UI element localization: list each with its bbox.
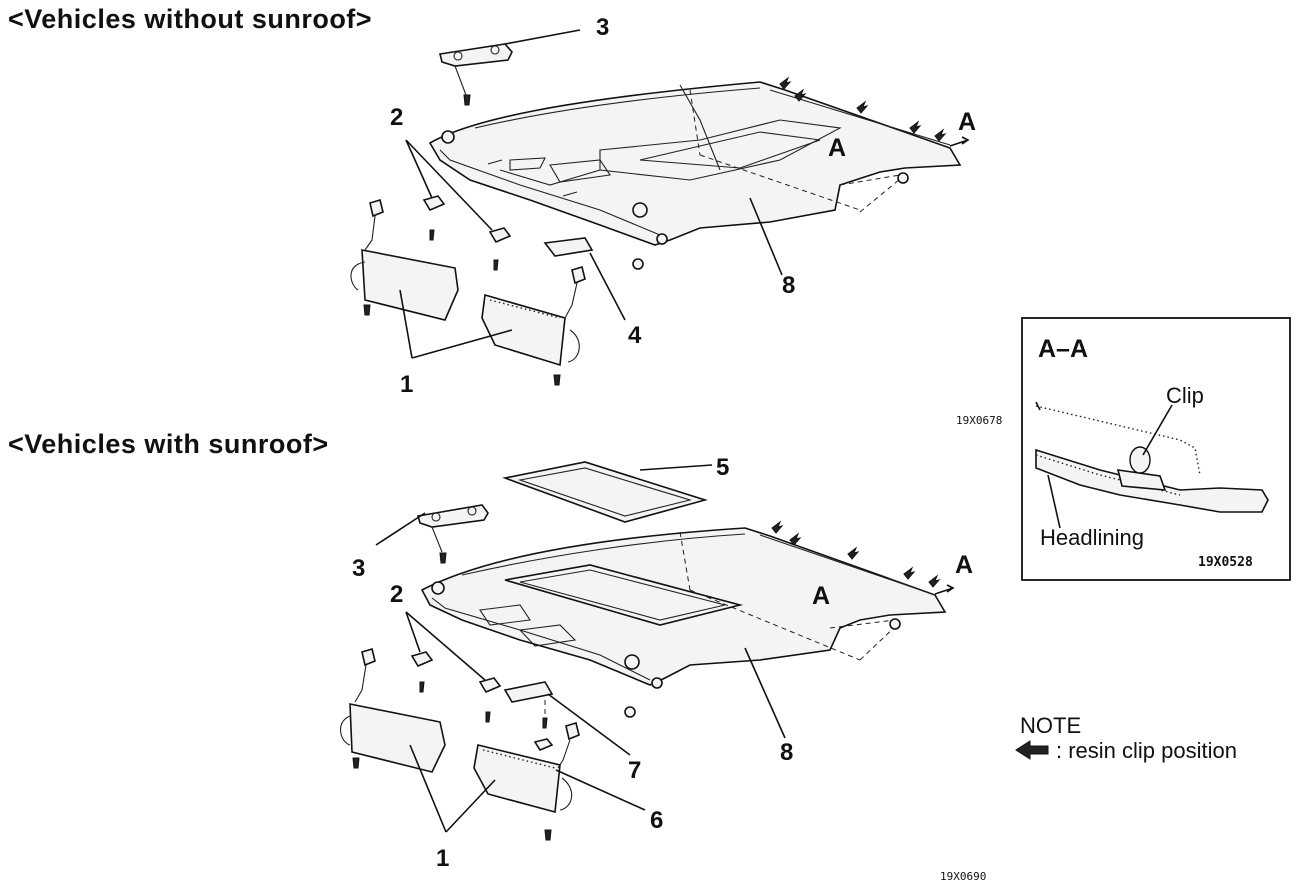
callout-5: 5 <box>716 454 729 481</box>
section-marker-a-bottom-outer: A <box>955 551 973 579</box>
top-assembly: 3 2 4 1 8 A A <box>350 14 976 398</box>
heading-with-sunroof: <Vehicles with sunroof> <box>8 429 329 459</box>
note-title: NOTE <box>1020 713 1081 738</box>
callout-2-top: 2 <box>390 104 403 131</box>
part-4-light <box>543 237 594 257</box>
section-marker-a-bottom-inner: A <box>812 582 830 610</box>
part-2-holder-a-sunroof <box>410 651 434 668</box>
callout-1-top: 1 <box>400 371 413 398</box>
detail-frame <box>1021 317 1291 581</box>
callout-1-bottom: 1 <box>436 845 449 872</box>
detail-code-outer: 19X0678 <box>956 414 1002 427</box>
part-1-visor-right <box>481 293 566 367</box>
callout-4-top: 4 <box>628 322 642 349</box>
callout-8-bottom: 8 <box>780 739 793 766</box>
detail-a-a: A–A Clip Headlining 19X0528 <box>1021 317 1291 581</box>
detail-title: A–A <box>1038 335 1088 363</box>
part-5-sunroof-frame <box>502 461 708 523</box>
detail-clip-label: Clip <box>1166 383 1204 408</box>
part-2-holder-b <box>488 227 512 244</box>
resin-clip-arrows-top <box>779 76 947 142</box>
part-2-holder-a <box>422 195 446 212</box>
part-7-switch <box>503 681 554 703</box>
note-block: NOTE : resin clip position <box>1015 713 1237 763</box>
part-1-visor-left-sunroof <box>349 703 446 773</box>
section-marker-a-top-inner: A <box>828 134 846 162</box>
heading-without-sunroof: <Vehicles without sunroof> <box>8 4 372 34</box>
callout-7: 7 <box>628 757 641 784</box>
callout-6: 6 <box>650 807 663 834</box>
sunroof-opening <box>504 564 744 626</box>
note-text: : resin clip position <box>1056 738 1237 763</box>
part-3-bracket-sunroof <box>416 504 489 528</box>
detail-headlining-label: Headlining <box>1040 525 1144 550</box>
part-1-visor-right-sunroof <box>473 744 561 814</box>
figure-code: 19X0690 <box>940 870 986 883</box>
resin-clip-arrow-icon <box>1015 740 1049 760</box>
section-marker-a-top-outer: A <box>958 108 976 136</box>
callout-3-bottom: 3 <box>352 555 365 582</box>
callout-2-bottom: 2 <box>390 581 403 608</box>
part-2-holder-b-sunroof <box>478 677 502 694</box>
resin-clip-arrows-bottom <box>771 520 941 588</box>
callout-8-top: 8 <box>782 272 795 299</box>
part-3-bracket <box>439 43 513 67</box>
part-6-holder <box>533 738 554 751</box>
bottom-assembly: 5 3 2 7 6 1 8 A A <box>340 454 973 872</box>
callout-3-top: 3 <box>596 14 609 41</box>
headlining-panel <box>428 81 962 246</box>
detail-code-inner: 19X0528 <box>1198 555 1253 570</box>
detail-clip <box>1116 469 1167 491</box>
part-1-visor-left <box>361 249 459 321</box>
